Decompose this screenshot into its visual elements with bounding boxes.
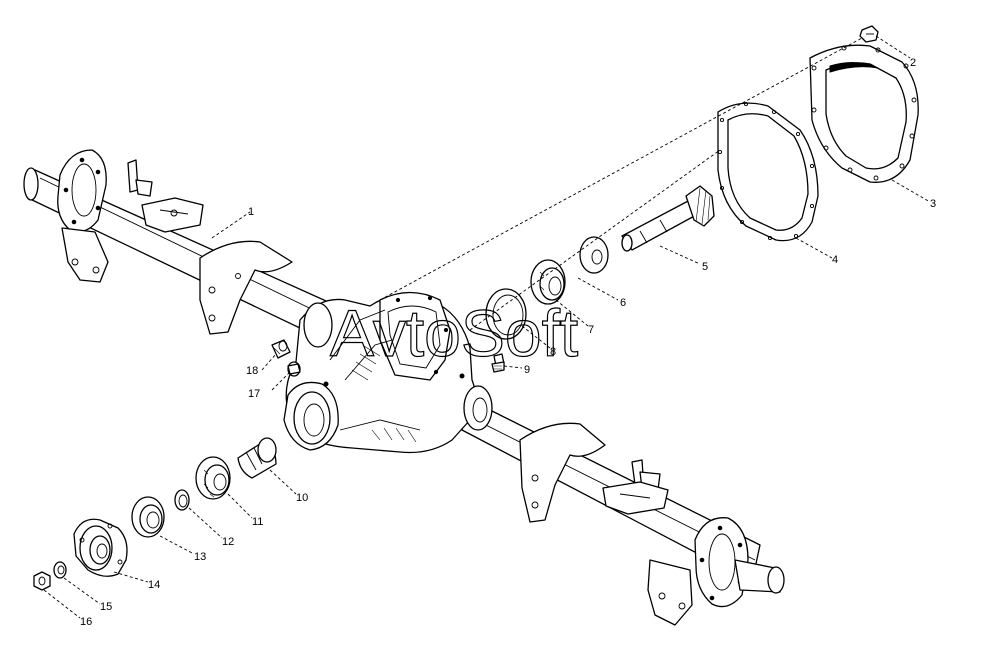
companion-flange [73,518,128,577]
breather-plug [491,353,505,373]
axle-housing [23,149,785,626]
cover-gasket [717,101,819,242]
callout-12: 12 [222,536,234,548]
callout-1: 1 [248,206,254,218]
plug-cap [271,339,291,359]
callout-17: 17 [248,388,260,400]
drive-pinion [621,185,715,252]
pinion-bearing [530,259,566,305]
callout-2: 2 [910,57,916,69]
watermark-text: AvtoSoft [330,296,578,370]
flange-washer [53,561,67,579]
oil-seal [131,496,165,538]
callout-labels: 1 2 3 4 5 6 7 8 9 10 11 12 13 14 15 16 1… [80,57,936,628]
shim-ring [485,288,527,340]
callout-6: 6 [620,297,626,309]
callout-3: 3 [930,198,936,210]
callout-11: 11 [252,516,263,528]
bushing [287,361,301,377]
callout-16: 16 [80,616,92,628]
flange-nut [33,571,51,591]
differential-cover [809,44,919,183]
callout-8: 8 [550,346,556,358]
callout-5: 5 [702,261,708,273]
callout-9: 9 [524,364,530,376]
leader-lines [43,35,931,619]
callout-13: 13 [194,551,206,563]
callout-10: 10 [296,492,308,504]
pinion-washer [579,236,609,274]
callout-14: 14 [148,579,160,591]
callout-7: 7 [588,324,594,336]
collapsible-spacer [237,437,277,479]
cover-bolt [859,25,879,43]
front-pinion-bearing [195,456,231,500]
callout-4: 4 [832,254,838,266]
snap-ring [174,489,190,511]
callout-15: 15 [100,601,112,613]
callout-18: 18 [246,365,258,377]
